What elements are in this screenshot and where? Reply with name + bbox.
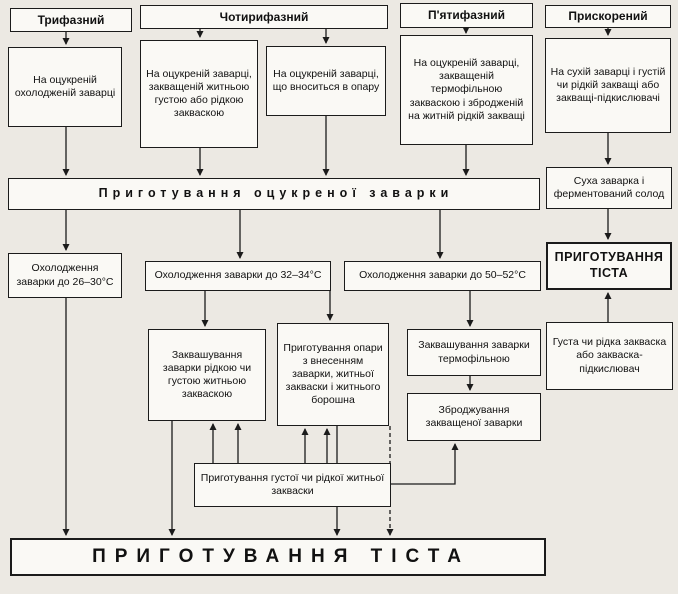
- box-four-phase-desc-a: На оцукреній заварці, закващеній житньою…: [140, 40, 258, 148]
- box-cooling-32-34: Охолодження заварки до 32–34°С: [145, 261, 331, 291]
- box-thick-liquid-starter: Густа чи рідка закваска або закваска-під…: [546, 322, 673, 390]
- header-accelerated: Прискорений: [545, 5, 671, 28]
- box-cooling-26-30: Охолодження заварки до 26–30°С: [8, 253, 122, 298]
- box-three-phase-desc: На оцукреній охолодженій заварці: [8, 47, 122, 127]
- box-dry-brew-malt: Суха заварка і ферментований солод: [546, 167, 672, 209]
- header-four-phase: Чотирифазний: [140, 5, 388, 29]
- box-five-phase-desc: На оцукреній заварці, закващеній термофі…: [400, 35, 533, 145]
- box-accelerated-desc: На сухій заварці і густій чи рідкій закв…: [545, 38, 671, 133]
- box-fermentation-soured-brew: Зброджування закващеної заварки: [407, 393, 541, 441]
- box-cooling-50-52: Охолодження заварки до 50–52°С: [344, 261, 541, 291]
- header-three-phase: Трифазний: [10, 8, 132, 32]
- box-souring-rye-starter: Заквашування заварки рідкою чи густою жи…: [148, 329, 266, 421]
- box-souring-thermophilic: Заквашування заварки термофільною: [407, 329, 541, 376]
- bar-saccharified-brew-preparation: Приготування оцукреної заварки: [8, 178, 540, 210]
- box-dough-preparation-right: ПРИГОТУВАННЯ ТІСТА: [546, 242, 672, 290]
- box-four-phase-desc-b: На оцукреній заварці, що вноситься в опа…: [266, 46, 386, 116]
- header-five-phase: П'ятифазний: [400, 3, 533, 28]
- box-opara-preparation: Приготування опари з внесенням заварки, …: [277, 323, 389, 426]
- box-rye-starter-preparation: Приготування густої чи рідкої житньої за…: [194, 463, 391, 507]
- bar-dough-preparation-bottom: ПРИГОТУВАННЯ ТІСТА: [10, 538, 546, 576]
